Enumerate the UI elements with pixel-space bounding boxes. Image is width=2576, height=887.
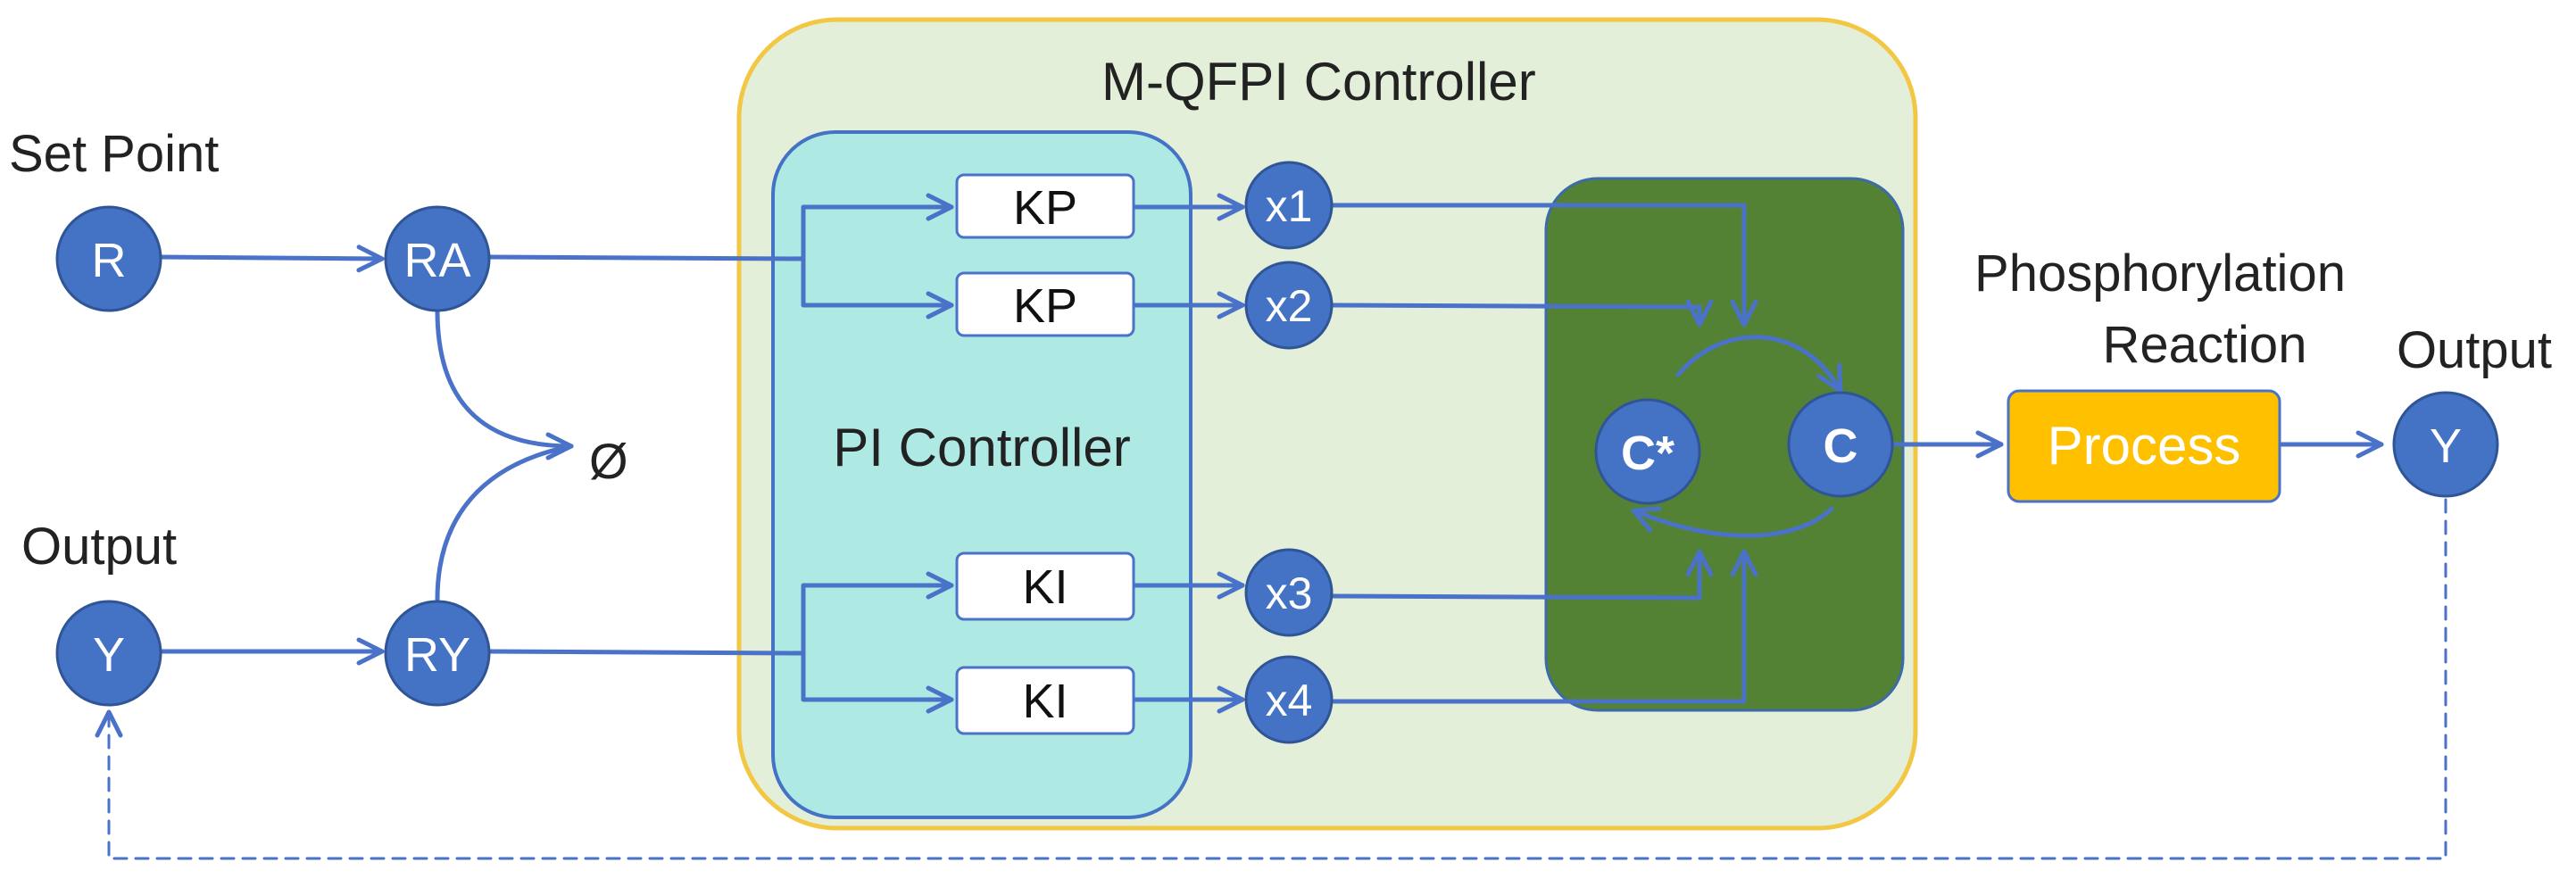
kp2-box xyxy=(955,271,1135,337)
arrow-ry-to-ki2 xyxy=(801,651,954,714)
arrow-x3-to-reaction xyxy=(1331,549,1714,601)
output-right-label: Output xyxy=(2397,321,2552,379)
pi-title: PI Controller xyxy=(833,418,1130,477)
empty-set-label: Ø xyxy=(589,433,628,489)
node-x4-label: x4 xyxy=(1266,676,1313,725)
process-box xyxy=(2007,389,2281,503)
arrow-x4-to-reaction xyxy=(1331,549,1758,704)
ki2-label: KI xyxy=(1022,675,1068,728)
arrow-x2-to-reaction xyxy=(1331,299,1714,327)
arrow-ra-to-null xyxy=(435,308,574,460)
node-y-right: Y xyxy=(2392,391,2499,498)
node-x2: x2 xyxy=(1244,261,1334,350)
output-left-label: Output xyxy=(21,518,177,576)
node-c-star: C* xyxy=(1594,398,1701,505)
kp1-label: KP xyxy=(1013,181,1077,235)
node-x3: x3 xyxy=(1244,548,1334,637)
node-x2-label: x2 xyxy=(1266,281,1313,331)
node-x3-label: x3 xyxy=(1266,568,1313,618)
arrow-x1-to-reaction xyxy=(1331,203,1758,327)
feedback-dashed-line xyxy=(95,498,2447,860)
node-c-label: C xyxy=(1824,419,1858,473)
process-label: Process xyxy=(2048,416,2241,476)
arrow-ra-to-kp-split xyxy=(486,193,954,261)
ki1-label: KI xyxy=(1022,560,1068,614)
node-y-right-label: Y xyxy=(2430,419,2462,473)
node-x4: x4 xyxy=(1244,655,1334,744)
node-ra: RA xyxy=(384,205,491,312)
arrow-ra-to-kp2 xyxy=(801,256,954,319)
node-r-label: R xyxy=(92,234,127,287)
arrow-r-to-ra xyxy=(156,245,385,273)
node-ry-label: RY xyxy=(404,628,470,682)
set-point-label: Set Point xyxy=(9,125,219,183)
arrow-cstar-to-c xyxy=(1675,335,1843,394)
node-y-left: Y xyxy=(55,600,162,707)
reaction-label-line2: Reaction xyxy=(2103,316,2307,374)
arrow-ry-to-null xyxy=(435,444,574,602)
node-c: C xyxy=(1787,391,1894,498)
node-ry: RY xyxy=(384,600,491,707)
node-c-star-label: C* xyxy=(1621,427,1674,480)
arrow-ry-to-ki-split xyxy=(486,571,954,656)
node-r: R xyxy=(55,205,162,312)
node-ra-label: RA xyxy=(403,234,470,287)
connectors xyxy=(95,193,2447,860)
kp1-box xyxy=(955,173,1135,239)
node-x1-label: x1 xyxy=(1266,181,1313,231)
arrow-c-to-cstar xyxy=(1631,506,1834,538)
mqfpi-title: M-QFPI Controller xyxy=(1101,52,1536,112)
ki2-box xyxy=(955,666,1135,735)
node-y-left-label: Y xyxy=(93,628,125,682)
kp2-label: KP xyxy=(1013,279,1077,333)
node-x1: x1 xyxy=(1244,161,1334,250)
reaction-label-line1: Phosphorylation xyxy=(1974,245,2346,303)
ki1-box xyxy=(955,551,1135,621)
